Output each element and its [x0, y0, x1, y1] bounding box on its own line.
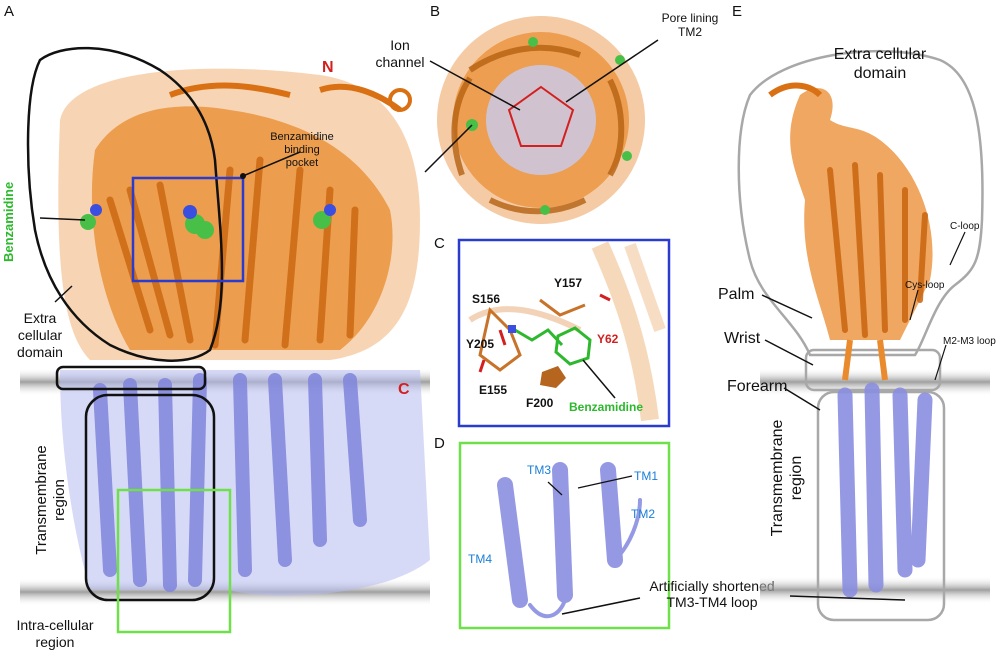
subunit-ecd-structure — [768, 82, 933, 381]
ecd-outline — [26, 46, 224, 362]
panel-d-letter: D — [434, 435, 445, 452]
ligand-label-c: Benzamidine — [569, 400, 643, 414]
loop-label-1: Artificially shortened — [649, 578, 774, 594]
ion-channel-label-2: channel — [375, 54, 424, 70]
c-loop-leader — [949, 231, 966, 266]
n-terminus-label: N — [322, 59, 334, 76]
helix-tm1: TM1 — [634, 469, 658, 483]
ecd-label-e-2: domain — [854, 65, 906, 82]
pore-lining-label-2: TM2 — [678, 25, 702, 39]
panel-b-letter: B — [430, 3, 440, 20]
panel-c: C S156 Y157 Y205 Y62 E155 F200 Benzamidi… — [434, 235, 671, 428]
ion-channel-label-1: Ion — [390, 37, 409, 53]
tm-region-box — [116, 488, 232, 634]
ic-label-1: Intra-cellular — [16, 617, 93, 633]
residue-e155: E155 — [479, 383, 507, 397]
tm-label-e-1: Transmembrane — [769, 420, 786, 537]
forearm-leader — [783, 387, 821, 411]
residue-f200: F200 — [526, 396, 554, 410]
pocket-label-3: pocket — [286, 157, 318, 169]
panel-b: B Ion channel Pore lining TM2 — [375, 3, 718, 224]
palm-label: Palm — [718, 286, 754, 303]
ecd-label-3: domain — [17, 344, 63, 360]
m2m3-loop-label: M2-M3 loop — [943, 336, 996, 347]
panel-a-letter: A — [4, 3, 14, 20]
ecd-leader — [54, 285, 73, 303]
ic-label-2: region — [36, 634, 75, 650]
tm-helix-bundle — [497, 462, 642, 619]
tm-label-2: region — [51, 479, 68, 521]
benzamidine-molecules — [80, 204, 336, 239]
benzamidine-leader — [39, 217, 86, 221]
pocket-label-2: binding — [284, 144, 319, 156]
wrist-leader — [764, 339, 814, 366]
ecd-label-2: cellular — [18, 327, 63, 343]
palm-leader — [761, 294, 813, 319]
ecd-label-e-1: Extra cellular — [834, 46, 927, 63]
tm1-leader — [577, 475, 633, 489]
pocket-closeup-structure — [468, 241, 666, 422]
panel-c-letter: C — [434, 235, 445, 252]
panel-d: D TM3 TM1 TM2 TM4 Artificially shortened… — [434, 435, 775, 630]
transmembrane-domain-structure — [60, 370, 430, 596]
tm-box-e — [816, 390, 946, 622]
c-loop-label: C-loop — [950, 221, 980, 232]
pocket-leader-b — [424, 124, 473, 173]
loop-leader-e — [789, 595, 906, 601]
cys-loop-leader — [909, 289, 919, 321]
panel-a: A — [1, 3, 430, 650]
tm3-leader — [547, 481, 563, 496]
extracellular-domain-structure — [58, 68, 420, 360]
binding-pocket-box — [131, 176, 245, 283]
ligand-leader-c — [582, 359, 616, 399]
pocket-leader — [242, 151, 301, 177]
ecd-outline-e — [737, 50, 984, 357]
pocket-label-1: Benzamidine — [270, 131, 334, 143]
panel-e-letter: E — [732, 3, 742, 20]
residue-s156: S156 — [472, 292, 500, 306]
pore-lining-label-1: Pore lining — [662, 11, 719, 25]
linker-box — [55, 365, 207, 391]
residue-y205: Y205 — [466, 337, 494, 351]
ion-channel-leader — [429, 60, 521, 111]
panel-e: E Extra cellular domain C-loop Cys — [718, 3, 996, 622]
cys-loop-label: Cys-loop — [905, 280, 945, 291]
benzamidine-side-label: Benzamidine — [1, 182, 16, 262]
tm-label-1: Transmembrane — [33, 445, 50, 554]
helix-tm4: TM4 — [468, 552, 492, 566]
loop-leader-d — [561, 597, 641, 615]
helix-tm3: TM3 — [527, 463, 551, 477]
helix-tm2: TM2 — [631, 507, 655, 521]
subunit-tm-structure — [837, 382, 933, 598]
ecd-label-1: Extra — [24, 310, 57, 326]
tm-label-e-2: region — [788, 456, 805, 500]
loop-label-2: TM3-TM4 loop — [666, 594, 757, 610]
wrist-label: Wrist — [724, 330, 761, 347]
m2m3-leader — [934, 344, 947, 381]
forearm-label: Forearm — [727, 378, 787, 395]
transmembrane-box — [84, 393, 216, 602]
c-terminus-label: C — [398, 381, 410, 398]
residue-y157: Y157 — [554, 276, 582, 290]
residue-y62: Y62 — [597, 332, 619, 346]
pore-lining-leader — [565, 39, 659, 103]
